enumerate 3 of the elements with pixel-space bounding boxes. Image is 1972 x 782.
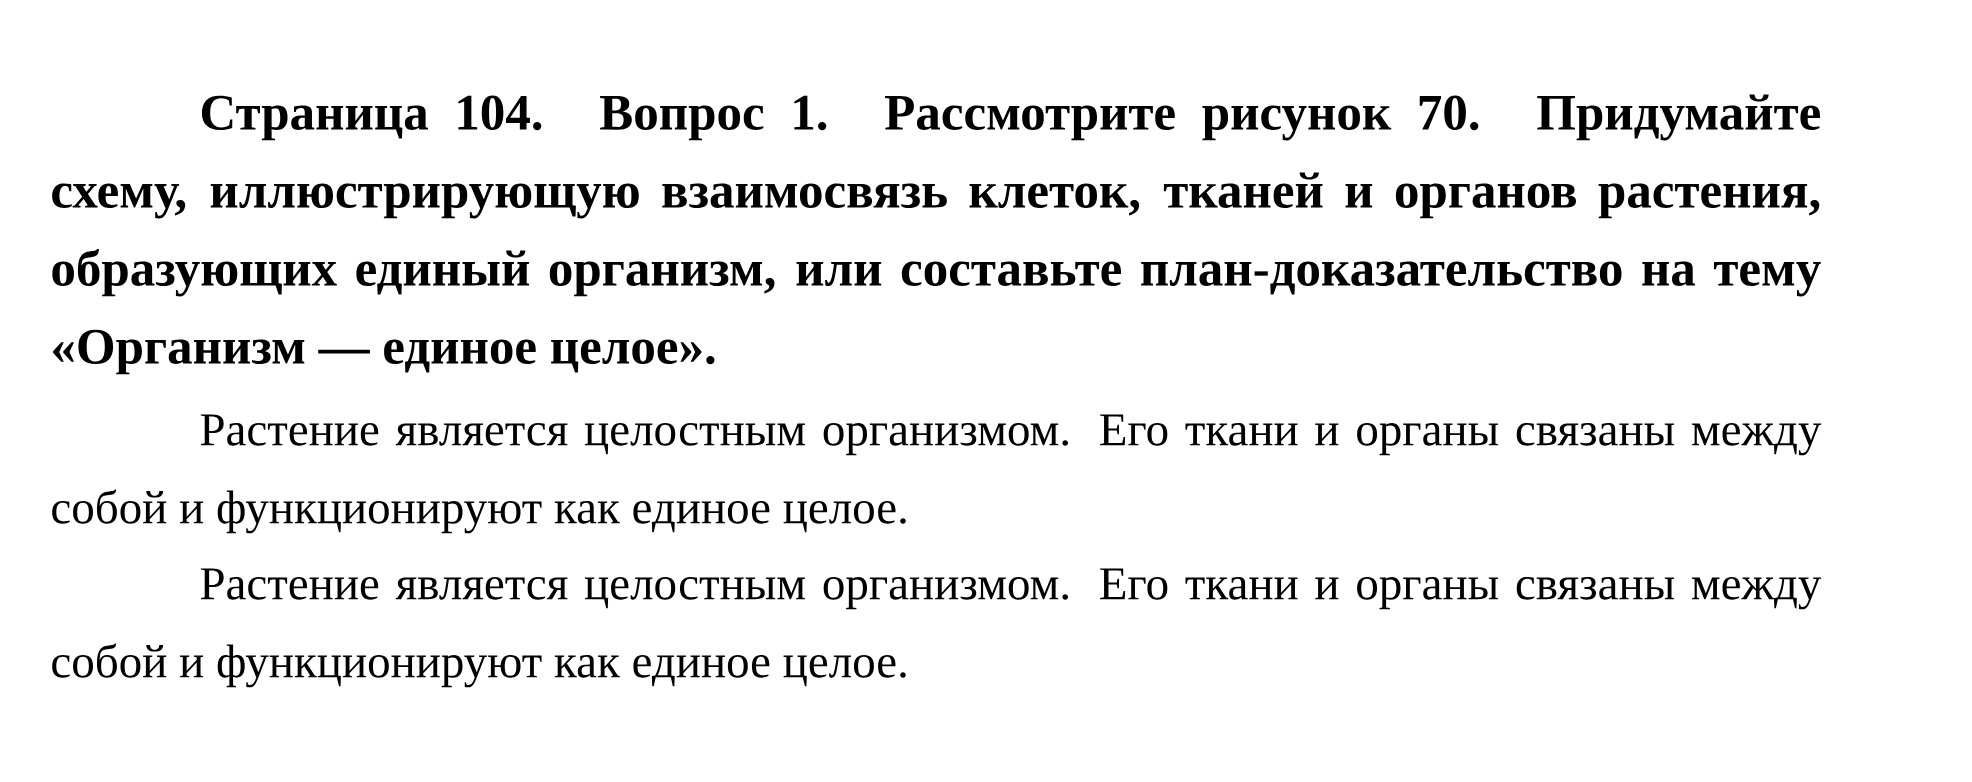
paragraph: Растение является целостным организмом. Его ткани и органы связаны между собой и функционируют как единое целое. [52,568,1822,688]
heading: Страница 104. Вопрос 1. Рассмотрите рисунок 70. Придумайте схему, иллюстрирующую взаимосвязь клеток, тканей и органов растения, образующих единый организм, или составьте план-доказательство на тему «Организм — единое целое». [52,94,1821,375]
paragraph: Растение является целостным организмом. Его ткани и органы связаны между собой и функционируют как единое целое. [52,414,1822,534]
